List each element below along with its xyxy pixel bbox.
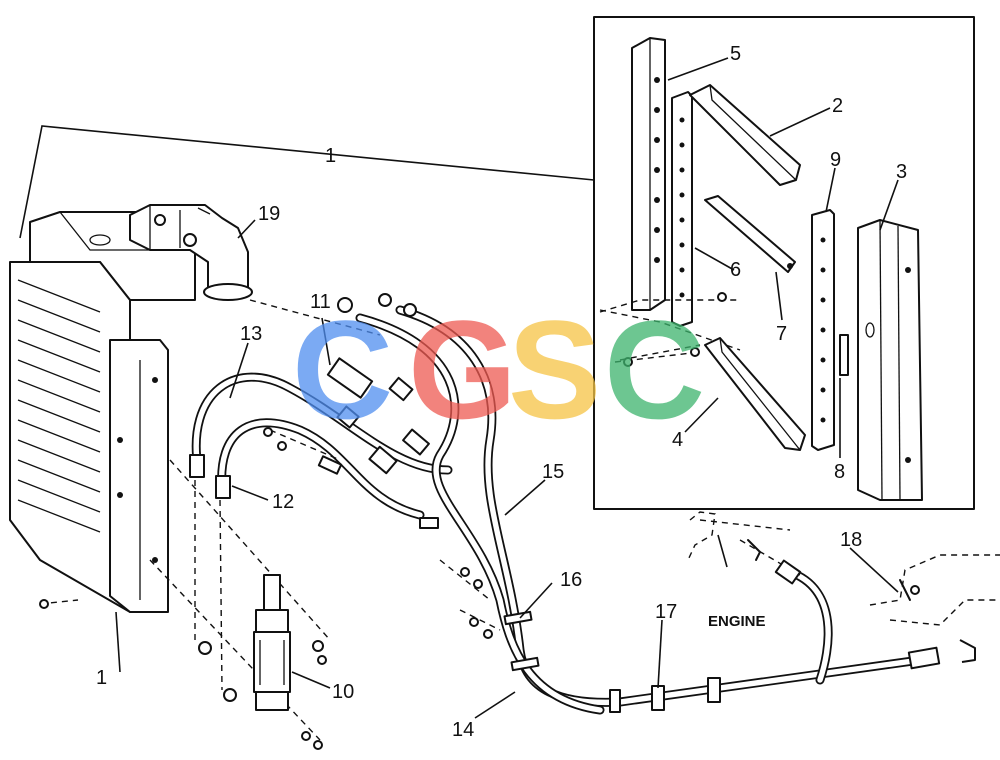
engine-connection-area (687, 511, 1000, 670)
callout-10: 10 (332, 681, 354, 703)
inset-part-6-strip (671, 91, 693, 327)
hose-13 (191, 372, 453, 475)
oil-cooler-radiator (9, 211, 196, 613)
engine-hose (785, 567, 833, 685)
callout-16: 16 (560, 569, 582, 591)
elbow-pipe-19 (129, 204, 253, 301)
inset-part-4-angle (704, 337, 806, 451)
callout-17: 17 (655, 601, 677, 623)
inset-dashed-lines (599, 292, 740, 367)
callout-2: 2 (832, 95, 843, 117)
inset-part-3-channel (857, 219, 923, 501)
callout-18: 18 (840, 529, 862, 551)
callout-14: 14 (452, 719, 474, 741)
inset-part-9-strip (811, 209, 849, 451)
inset-part-7-bar (704, 195, 796, 273)
callout-3: 3 (896, 161, 907, 183)
callout-15: 15 (542, 461, 564, 483)
dashed-assembly-lines (149, 299, 801, 741)
callout-1-top: 1 (325, 145, 336, 167)
watermark-letter-s: S (508, 291, 601, 448)
inset-part-5-post (631, 37, 666, 311)
callout-7: 7 (776, 323, 787, 345)
callout-12: 12 (272, 491, 294, 513)
watermark-letter-g: G (408, 291, 517, 448)
callout-11: 11 (310, 291, 331, 313)
louver-fins (17, 279, 101, 533)
watermark-letter-c1: C (292, 291, 393, 448)
callout-19: 19 (258, 203, 280, 225)
hose-12 (217, 418, 425, 520)
callout-leaders (115, 57, 899, 719)
shutter-cylinder-10 (253, 574, 291, 711)
engine-label: ENGINE (708, 613, 766, 630)
callout-1-bottom: 1 (96, 667, 107, 689)
callout-9: 9 (830, 149, 841, 171)
callout-5: 5 (730, 43, 741, 65)
cgsc-watermark: C G S C (292, 291, 705, 448)
callout-8: 8 (834, 461, 845, 483)
callout-1-leader (19, 125, 595, 239)
detail-inset-box (593, 16, 975, 510)
hardware-nuts-washers (198, 427, 493, 750)
watermark-letter-c2: C (604, 291, 705, 448)
callout-6: 6 (730, 259, 741, 281)
callout-13: 13 (240, 323, 262, 345)
fittings-11 (189, 293, 430, 499)
callout-numbers: 1 1 2 3 4 5 6 7 8 9 10 11 12 13 14 15 16… (96, 43, 907, 741)
callout-4: 4 (672, 429, 683, 451)
inset-part-2-angle (689, 84, 801, 186)
